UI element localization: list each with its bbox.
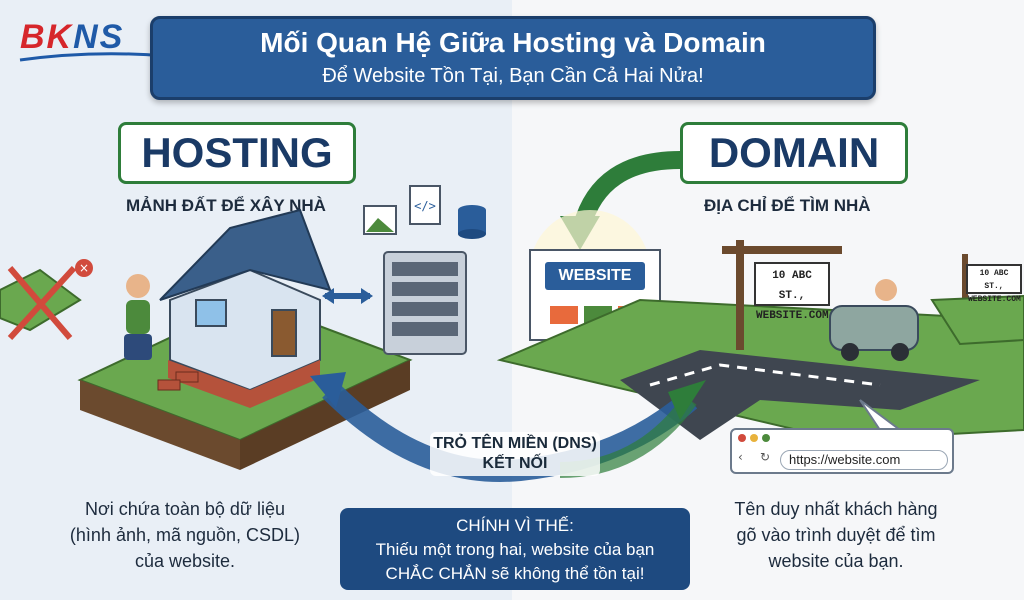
small-sign-line1: 10 ABC ST., [979, 269, 1009, 291]
svg-text:×: × [79, 261, 89, 275]
dns-label-line2: KẾT NỐI [482, 455, 548, 472]
conclusion-box: CHÍNH VÌ THẾ: Thiếu một trong hai, websi… [340, 508, 690, 590]
dns-label: TRỎ TÊN MIỀN (DNS) KẾT NỐI [430, 432, 600, 476]
hosting-subtitle: MẢNH ĐẤT ĐỂ XÂY NHÀ [126, 196, 326, 215]
domain-desc-line1: Tên duy nhất khách hàng [734, 499, 938, 519]
hosting-desc-line2: (hình ảnh, mã nguồn, CSDL) [69, 525, 301, 545]
hosting-desc-line1: Nơi chứa toàn bộ dữ liệu [84, 499, 285, 519]
website-badge: WEBSITE [545, 262, 645, 290]
domain-desc-line3: website của bạn. [768, 551, 904, 571]
address-sign: 10 ABC ST., WEBSITE.COM [754, 262, 830, 322]
small-address-sign: 10 ABC ST., WEBSITE.COM [966, 264, 1022, 304]
crossed-land-icon: × [0, 259, 93, 341]
hosting-title: HOSTING [118, 122, 356, 184]
title-banner: Mối Quan Hệ Giữa Hosting và Domain Để We… [150, 16, 876, 100]
close-dot-icon [738, 434, 746, 442]
conclusion-line3: CHẮC CHẮN sẽ không thể tồn tại! [385, 564, 645, 583]
maximize-dot-icon [762, 434, 770, 442]
logo-swoosh-icon [19, 52, 167, 62]
reload-icon[interactable]: ↻ [760, 450, 771, 464]
hosting-description: Nơi chứa toàn bộ dữ liệu (hình ảnh, mã n… [50, 496, 320, 574]
domain-desc-line2: gõ vào trình duyệt để tìm [736, 525, 936, 545]
bkns-logo[interactable]: BKNS [20, 18, 124, 57]
logo-text-ns: NS [73, 18, 125, 56]
address-sign-line2: WEBSITE.COM [756, 310, 829, 322]
hosting-desc-line3: của website. [134, 551, 236, 571]
back-arrow-icon[interactable]: ‹ [738, 450, 743, 464]
dns-label-line1: TRỎ TÊN MIỀN (DNS) [433, 435, 597, 452]
domain-subtitle: ĐỊA CHỈ ĐỂ TÌM NHÀ [704, 196, 871, 215]
conclusion-line2: Thiếu một trong hai, website của bạn [375, 540, 655, 559]
banner-subtitle: Để Website Tồn Tại, Bạn Cần Cả Hai Nửa! [322, 65, 704, 87]
conclusion-line1: CHÍNH VÌ THẾ: [456, 516, 574, 535]
small-sign-line2: WEBSITE.COM [968, 295, 1021, 304]
url-bar[interactable]: https://website.com [780, 450, 948, 470]
address-sign-line1: 10 ABC ST., [772, 270, 812, 302]
browser-window: ‹ ↻ https://website.com [730, 428, 954, 474]
domain-description: Tên duy nhất khách hàng gõ vào trình duy… [706, 496, 966, 574]
banner-title: Mối Quan Hệ Giữa Hosting và Domain [260, 27, 766, 58]
minimize-dot-icon [750, 434, 758, 442]
browser-window-controls [738, 434, 770, 442]
logo-text-bk: BK [20, 18, 74, 56]
domain-title: DOMAIN [680, 122, 908, 184]
svg-text:</>: </> [414, 199, 436, 213]
